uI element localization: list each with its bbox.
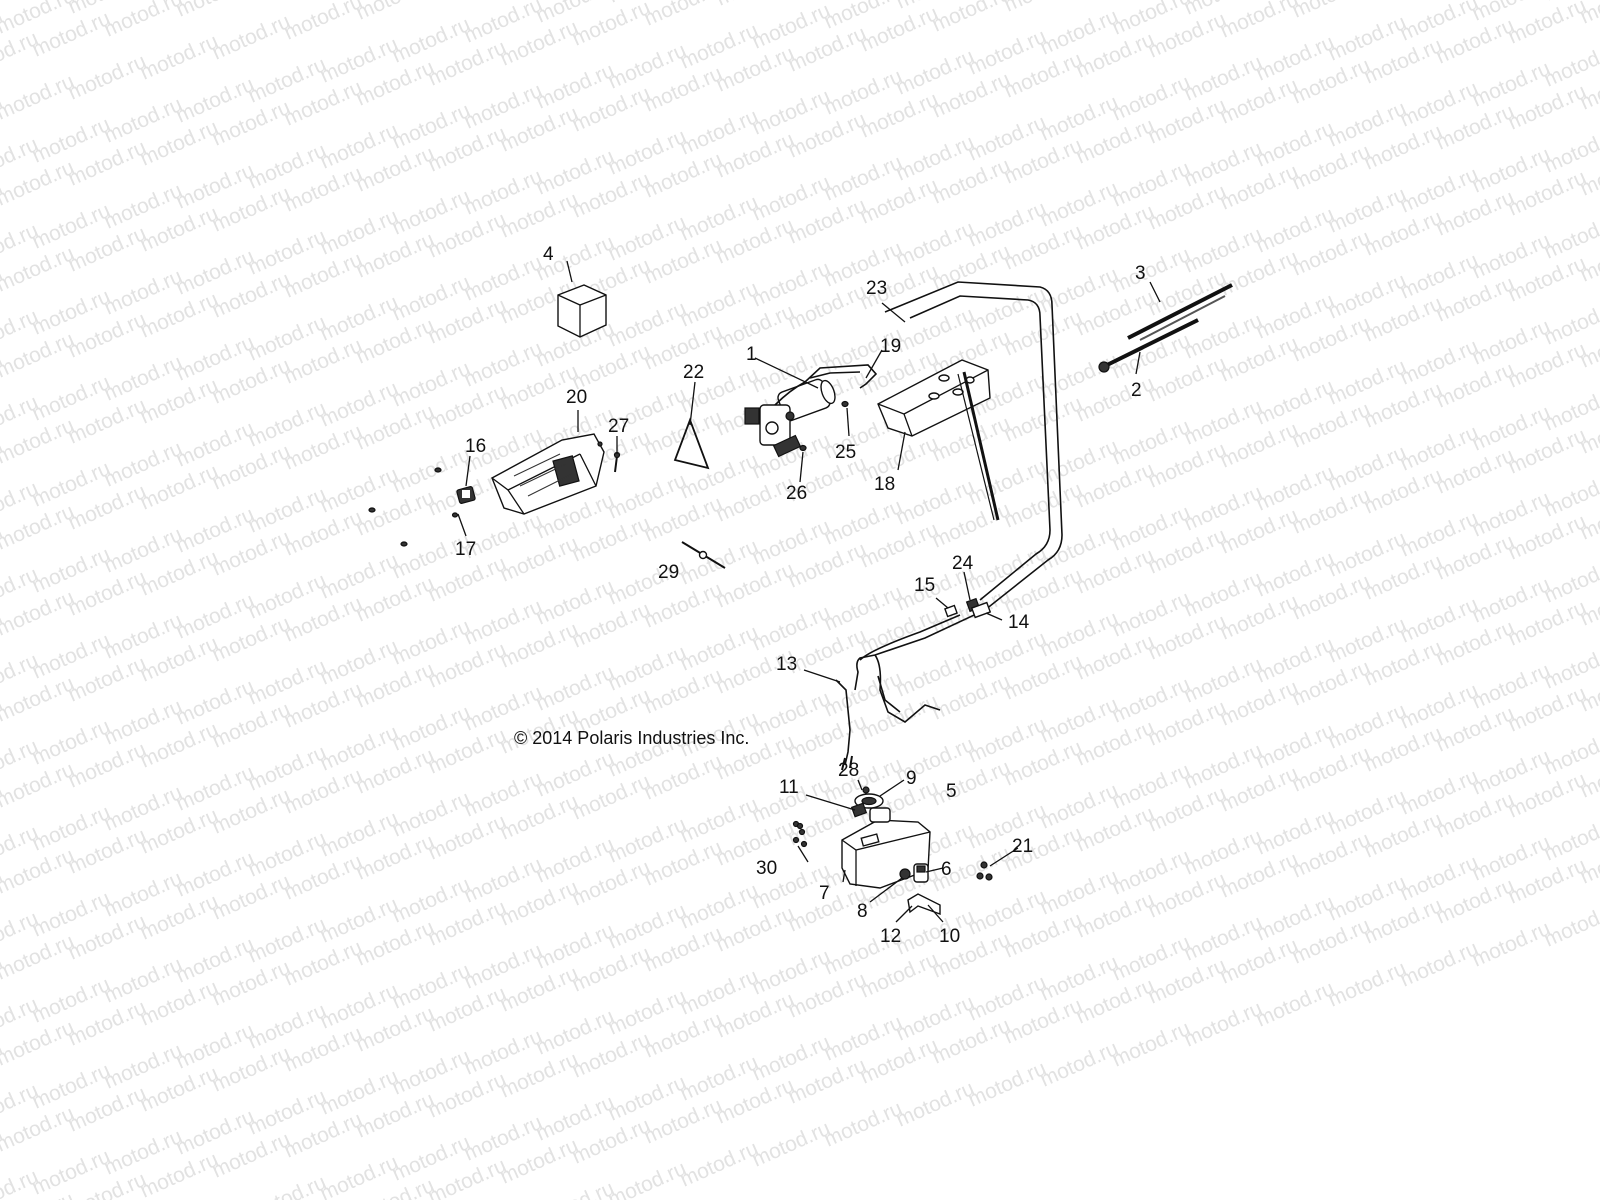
watermark-text: motod.ru (605, 1157, 690, 1200)
callout-26: 26 (786, 483, 807, 504)
watermark-text: motod.ru (0, 70, 78, 125)
part-29-wire-tie (681, 541, 726, 569)
watermark-text: motod.ru (1577, 0, 1600, 29)
part-20-housing (491, 433, 605, 515)
callout-28: 28 (838, 760, 859, 781)
part-2-wiper-arm (1098, 318, 1199, 373)
callout-14: 14 (1008, 612, 1030, 633)
watermark-text: motod.ru (245, 0, 330, 2)
watermark-text: motod.ru (65, 50, 150, 105)
watermark-text: motod.ru (1001, 0, 1086, 17)
callout-24: 24 (952, 553, 974, 574)
watermark-text: motod.ru (425, 0, 510, 5)
part-21-hardware (976, 861, 993, 881)
callout-numbers: 1 2 3 4 5 6 7 8 9 10 11 12 13 14 15 16 1… (455, 244, 1146, 947)
callout-21: 21 (1012, 836, 1033, 857)
callout-13: 13 (776, 654, 797, 675)
watermark-text: motod.ru (1181, 997, 1266, 1052)
callout-11: 11 (779, 777, 799, 798)
callout-29: 29 (658, 562, 679, 583)
callout-15: 15 (914, 575, 935, 596)
callout-5: 5 (946, 781, 957, 802)
callout-6: 6 (941, 859, 952, 880)
callout-17: 17 (455, 539, 476, 560)
watermark-text: motod.ru (1325, 957, 1410, 1012)
part-23-cable (874, 281, 1063, 656)
callout-19: 19 (880, 336, 901, 357)
callout-23: 23 (866, 278, 887, 299)
callout-4: 4 (543, 244, 554, 265)
callout-8: 8 (857, 901, 868, 922)
watermark-text: motod.ru (1217, 0, 1302, 43)
part-13-harness (835, 614, 961, 771)
callout-10: 10 (939, 926, 960, 947)
callout-9: 9 (906, 768, 917, 789)
leader-lines (457, 260, 1161, 923)
watermark-text: motod.ru (1289, 0, 1374, 23)
part-17-nuts (368, 467, 459, 547)
callout-16: 16 (465, 436, 486, 457)
callout-3: 3 (1135, 263, 1146, 284)
watermark-text: motod.ru (713, 0, 798, 11)
callout-30: 30 (756, 858, 777, 879)
part-25-fastener (841, 400, 849, 408)
callout-25: 25 (835, 442, 856, 463)
watermark-text: motod.ru (1397, 937, 1482, 992)
watermark-text: motod.ru (209, 10, 294, 65)
part-6-pump (913, 863, 929, 883)
callout-2: 2 (1131, 380, 1142, 401)
watermark-text: motod.ru (353, 0, 438, 25)
part-18-cover-plate (877, 359, 1000, 521)
part-19-hose (804, 364, 878, 389)
part-1-wiper-motor (744, 378, 836, 458)
watermark-text: motod.ru (281, 0, 366, 45)
callout-1: 1 (746, 344, 757, 365)
part-10-bracket (907, 893, 941, 915)
parts (368, 281, 1233, 915)
callout-27: 27 (608, 416, 629, 437)
part-30-hardware (792, 820, 808, 848)
part-22-triangle (673, 417, 710, 470)
callout-22: 22 (683, 362, 704, 383)
part-14-connector (970, 601, 992, 619)
watermark-text: motod.ru (1037, 1037, 1122, 1092)
watermark-text: motod.ru (1469, 917, 1554, 972)
watermark-text: motod.ru (641, 0, 726, 31)
part-8-grommet (899, 868, 911, 880)
watermark-text: motod.ru (929, 0, 1014, 37)
callout-20: 20 (566, 387, 587, 408)
callout-7: 7 (819, 883, 830, 904)
watermark-text: motod.ru (1361, 0, 1446, 3)
part-28-hose-end (862, 786, 870, 794)
watermark-text: motod.ru (965, 1057, 1050, 1112)
watermark-text: motod.ru (821, 1097, 906, 1152)
watermark-text: motod.ru (749, 1117, 834, 1172)
watermark-text: motod.ru (893, 1077, 978, 1132)
part-11-fitting (850, 802, 868, 818)
callout-12: 12 (880, 926, 901, 947)
copyright-text: © 2014 Polaris Industries Inc. (514, 728, 749, 748)
watermark-text: motod.ru (101, 0, 186, 42)
part-3-wiper-blade (1127, 283, 1233, 341)
part-15-connector (944, 604, 958, 618)
callout-18: 18 (874, 474, 895, 495)
part-26-fastener (799, 444, 807, 452)
watermark-text: motod.ru (1541, 897, 1600, 952)
watermark-text: motod.ru (137, 30, 222, 85)
watermark-text: motod.ru (677, 1137, 762, 1192)
watermark-text: motod.ru (1109, 1017, 1194, 1072)
part-16-switch (456, 486, 476, 504)
watermark-text: motod.ru (533, 1177, 618, 1200)
part-4-box (557, 284, 607, 338)
part-27-screw-b (597, 441, 603, 447)
watermark-text: motod.ru (173, 0, 258, 22)
watermark-text: motod.ru (1253, 977, 1338, 1032)
